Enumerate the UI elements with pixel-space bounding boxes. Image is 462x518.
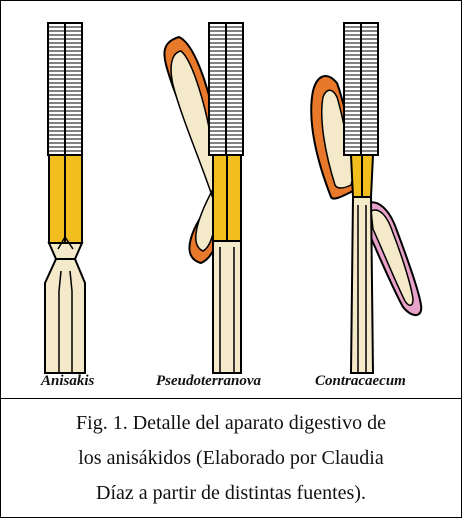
anisakis-intestine [45, 259, 85, 373]
anisakis-esophagus [48, 23, 82, 155]
pseudoterranova-esophagus [209, 23, 243, 155]
contracaecum-intestine [351, 197, 373, 373]
pseudoterranova-tract [164, 23, 243, 373]
contracaecum-tract [311, 23, 421, 373]
label-contracaecum: Contracaecum [315, 373, 406, 390]
digestive-tract-diagram [1, 1, 461, 398]
caption-line-2: los anisákidos (Elaborado por Claudia [1, 441, 461, 476]
pseudoterranova-intestine [213, 241, 241, 373]
label-pseudoterranova: Pseudoterranova [156, 373, 261, 390]
caption-line-3: Díaz a partir de distintas fuentes). [1, 476, 461, 511]
contracaecum-esophagus [344, 23, 378, 155]
figure-caption: Fig. 1. Detalle del aparato digestivo de… [1, 406, 461, 511]
caption-line-1: Fig. 1. Detalle del aparato digestivo de [1, 406, 461, 441]
caption-divider [1, 398, 461, 399]
anisakis-tract [45, 23, 85, 373]
label-anisakis: Anisakis [41, 373, 94, 390]
